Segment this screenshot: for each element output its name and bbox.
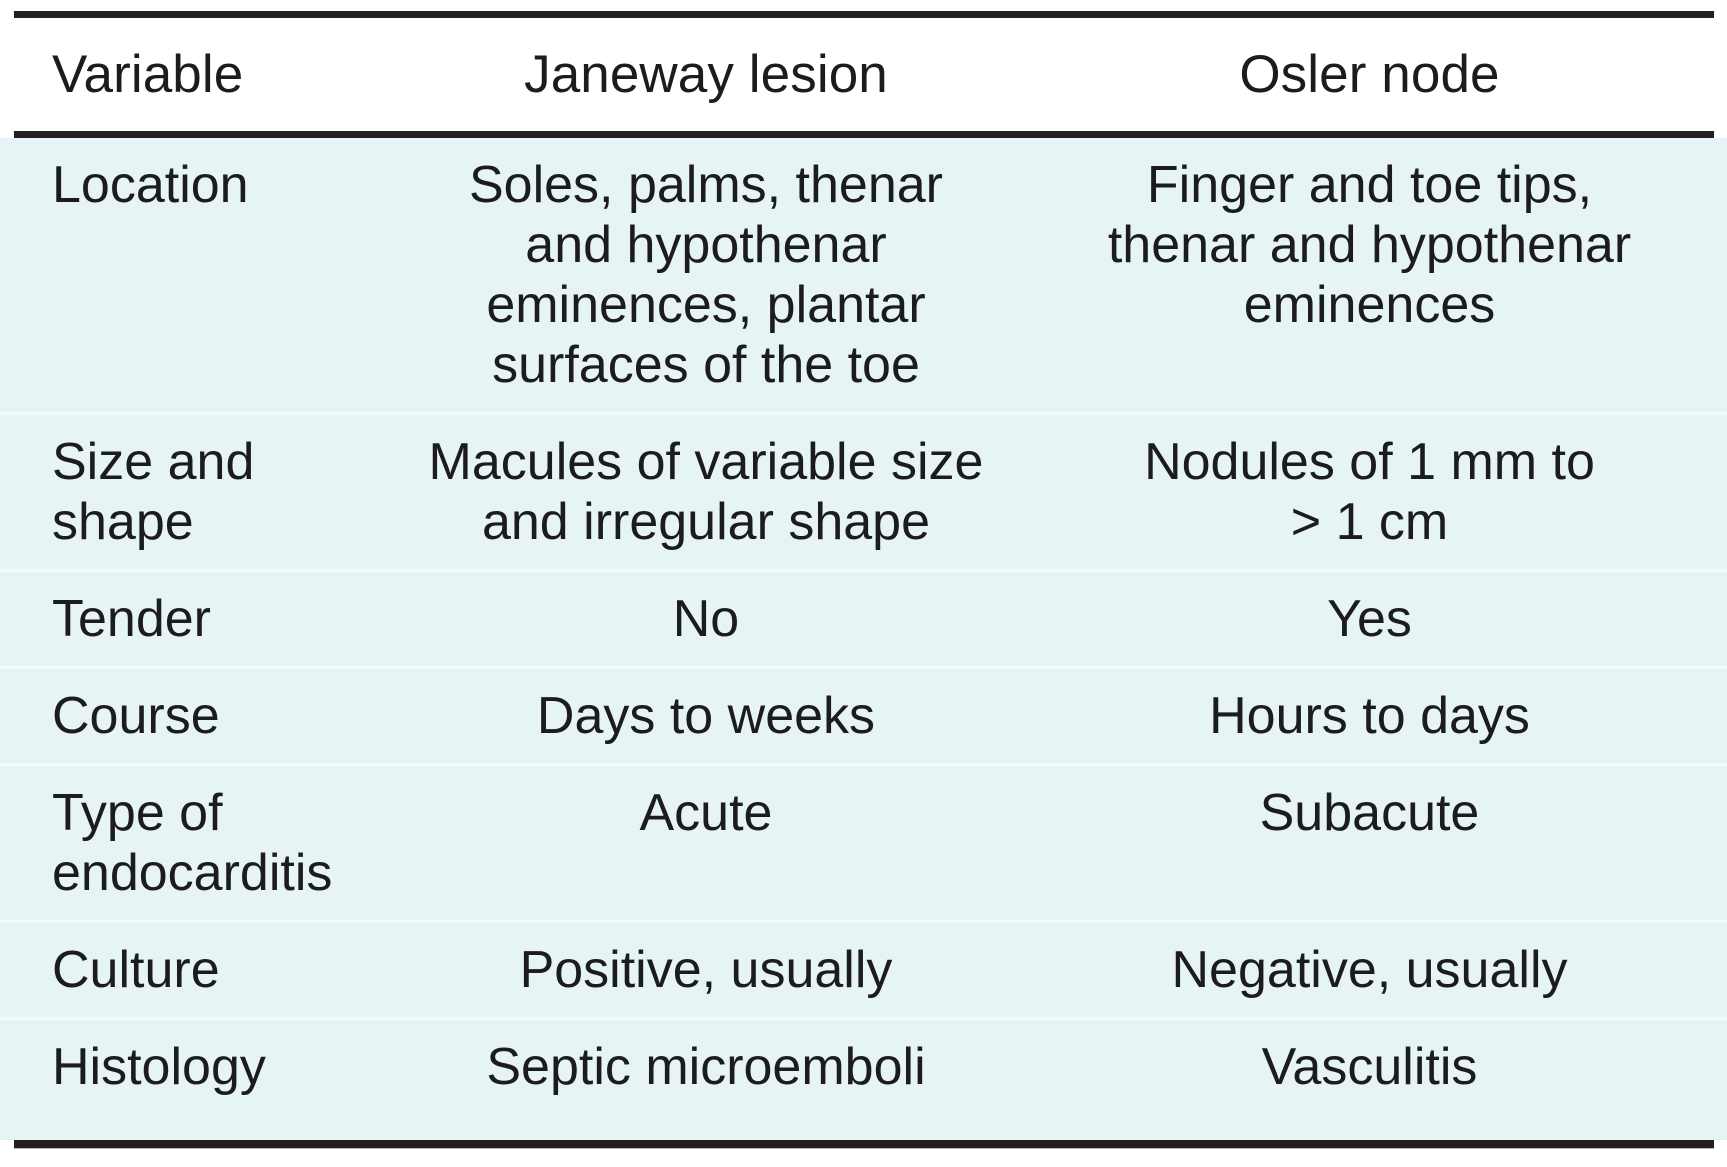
- cell-variable: Location: [52, 156, 249, 214]
- cell-osler: Yes: [1327, 590, 1412, 648]
- cell-osler: Subacute: [1259, 784, 1480, 842]
- cell-janeway: Septic microemboli: [486, 1038, 926, 1096]
- cell-janeway: Soles, palms, thenar and hypothenar emin…: [468, 156, 944, 394]
- column-header-variable: Variable: [0, 47, 400, 103]
- cell-osler: Finger and toe tips, thenar and hypothen…: [1107, 156, 1632, 334]
- cell-janeway: No: [672, 590, 740, 648]
- table-header-row: Variable Janeway lesion Osler node: [0, 18, 1727, 131]
- table-body: Location Soles, palms, thenar and hypoth…: [0, 138, 1727, 1140]
- cell-variable: Tender: [52, 590, 211, 648]
- table-row: Course Days to weeks Hours to days: [0, 669, 1727, 766]
- table-bottom-rule: [14, 1140, 1714, 1148]
- cell-variable: Course: [52, 687, 220, 745]
- cell-osler: Nodules of 1 mm to > 1 cm: [1144, 433, 1595, 551]
- table-header-rule: [14, 131, 1714, 138]
- table-row: Culture Positive, usually Negative, usua…: [0, 923, 1727, 1020]
- table-row: Histology Septic microemboli Vasculitis: [0, 1020, 1727, 1114]
- cell-janeway: Macules of variable size and irregular s…: [428, 433, 984, 551]
- cell-variable: Type of endocarditis: [52, 784, 333, 902]
- cell-osler: Hours to days: [1209, 687, 1530, 745]
- column-header-osler-node-label: Osler node: [1239, 44, 1500, 104]
- column-header-janeway-lesion: Janeway lesion: [400, 47, 1012, 103]
- cell-variable: Size and shape: [52, 433, 255, 551]
- table-row: Tender No Yes: [0, 572, 1727, 669]
- cell-janeway: Positive, usually: [519, 941, 893, 999]
- table-row: Size and shape Macules of variable size …: [0, 415, 1727, 572]
- cell-janeway: Acute: [639, 784, 773, 842]
- table-top-rule: [14, 11, 1714, 18]
- cell-variable: Culture: [52, 941, 220, 999]
- cell-variable: Histology: [52, 1038, 266, 1096]
- cell-osler: Negative, usually: [1171, 941, 1568, 999]
- column-header-variable-label: Variable: [52, 44, 244, 104]
- cell-osler: Vasculitis: [1261, 1038, 1478, 1096]
- table-row: Location Soles, palms, thenar and hypoth…: [0, 138, 1727, 415]
- column-header-janeway-lesion-label: Janeway lesion: [524, 44, 888, 104]
- column-header-osler-node: Osler node: [1012, 47, 1727, 103]
- table-row: Type of endocarditis Acute Subacute: [0, 766, 1727, 923]
- cell-janeway: Days to weeks: [536, 687, 876, 745]
